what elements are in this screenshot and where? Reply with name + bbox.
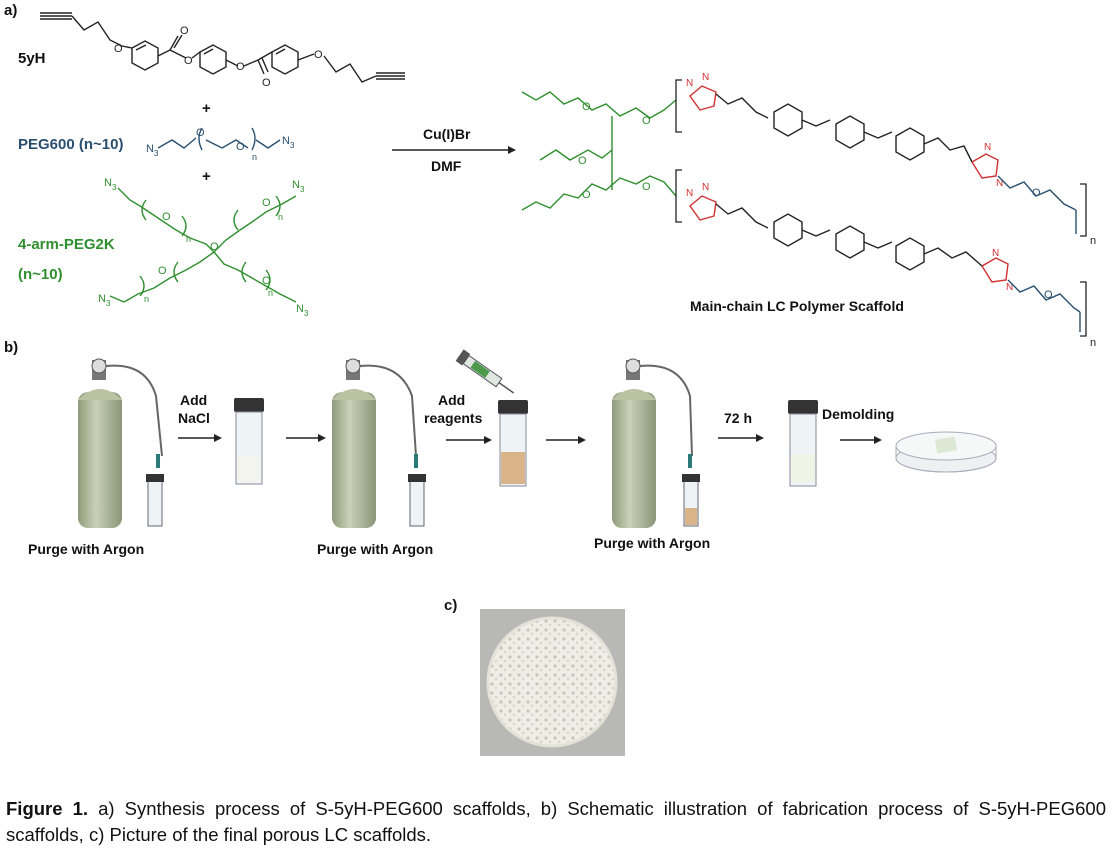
azide-sub: 3: [300, 185, 305, 194]
star-peg-label: 4-arm-PEG2K: [18, 236, 115, 253]
add-nacl-line1: Add: [180, 392, 208, 408]
azide-n: N: [292, 179, 300, 191]
o-atom: O: [114, 43, 123, 55]
o-atom: O: [196, 127, 205, 139]
panel-b-label: b): [4, 339, 19, 356]
syringe: [455, 349, 515, 394]
scaffold-photo: [480, 609, 625, 756]
product-label: Main-chain LC Polymer Scaffold: [690, 298, 904, 314]
solvent-label: DMF: [431, 158, 462, 174]
triazole-n: N: [984, 142, 991, 153]
azide-n: N: [98, 293, 106, 305]
triazole-n: N: [992, 248, 999, 259]
repeat-n: n: [252, 152, 257, 162]
repeat-n: n: [186, 234, 191, 244]
vial-cured: [788, 400, 818, 487]
azide-sub: 3: [304, 309, 309, 318]
o-atom: O: [236, 61, 245, 73]
star-peg-structure: N 3 N 3 N 3 N 3 O O O O O n n n n: [98, 177, 309, 318]
o-atom: O: [158, 265, 167, 277]
add-reagents-line2: reagents: [424, 410, 483, 426]
add-reagents-line1: Add: [438, 392, 466, 408]
panel-c-label: c): [444, 597, 458, 614]
repeat-n: n: [268, 288, 273, 298]
argon-cylinder-1: [78, 358, 164, 528]
repeat-n: n: [144, 294, 149, 304]
add-nacl-line2: NaCl: [178, 410, 210, 426]
azide-sub: 3: [106, 299, 111, 308]
o-atom: O: [262, 77, 271, 89]
triazole-n: N: [702, 182, 709, 193]
plus-sign-2: +: [202, 168, 211, 185]
o-atom: O: [642, 181, 651, 193]
monomer-label: 5yH: [18, 50, 46, 67]
o-atom: O: [642, 115, 651, 127]
azide-n: N: [104, 177, 112, 189]
panel-a-label: a): [4, 2, 18, 19]
time-label: 72 h: [724, 410, 753, 426]
triazole-n: N: [1006, 282, 1013, 293]
azide-n: N: [282, 135, 290, 147]
figure-caption: Figure 1. a) Synthesis process of S-5yH-…: [6, 796, 1106, 848]
bracket-n: n: [1090, 337, 1096, 349]
azide-sub: 3: [290, 141, 295, 150]
triazole-n: N: [702, 72, 709, 83]
bracket-n: n: [1090, 235, 1096, 247]
purge-label-3: Purge with Argon: [594, 535, 711, 551]
caption-text: a) Synthesis process of S-5yH-PEG600 sca…: [6, 798, 1106, 845]
azide-n: N: [296, 303, 304, 315]
o-atom: O: [162, 211, 171, 223]
triazole-n: N: [686, 188, 693, 199]
demolding-label: Demolding: [822, 406, 895, 422]
star-peg-n: (n~10): [18, 266, 63, 283]
o-atom: O: [582, 101, 591, 113]
o-atom: O: [578, 155, 587, 167]
purge-label-2: Purge with Argon: [317, 541, 434, 557]
argon-cylinder-2: [332, 358, 426, 528]
triazole-n: N: [996, 178, 1003, 189]
reaction-arrow: [392, 146, 516, 154]
o-atom: O: [184, 55, 193, 67]
peg600-label: PEG600 (n~10): [18, 136, 124, 153]
vial-nacl: [234, 398, 264, 485]
o-atom: O: [1032, 187, 1041, 199]
o-atom: O: [262, 275, 271, 287]
o-atom: O: [582, 189, 591, 201]
o-atom: O: [210, 241, 219, 253]
azide-sub: 3: [154, 149, 159, 158]
fabrication-schematic: [78, 349, 997, 528]
o-atom: O: [1044, 289, 1053, 301]
caption-lead: Figure 1.: [6, 798, 89, 819]
purge-label-1: Purge with Argon: [28, 541, 145, 557]
polymer-product-structure: O O O O O n n N N N N N N N N: [521, 72, 1096, 349]
triazole-n: N: [686, 78, 693, 89]
o-atom: O: [262, 197, 271, 209]
peg600-structure: N 3 O O n N 3: [146, 127, 295, 162]
5yh-structure: O O O O O O: [40, 12, 405, 89]
o-atom: O: [180, 25, 189, 37]
o-atom: O: [236, 141, 245, 153]
o-atom: O: [314, 49, 323, 61]
vial-reagents: [498, 400, 528, 487]
petri-dish: [895, 431, 997, 473]
plus-sign-1: +: [202, 100, 211, 117]
azide-n: N: [146, 143, 154, 155]
azide-sub: 3: [112, 183, 117, 192]
repeat-n: n: [278, 212, 283, 222]
argon-cylinder-3: [612, 358, 700, 528]
catalyst-label: Cu(I)Br: [423, 126, 471, 142]
